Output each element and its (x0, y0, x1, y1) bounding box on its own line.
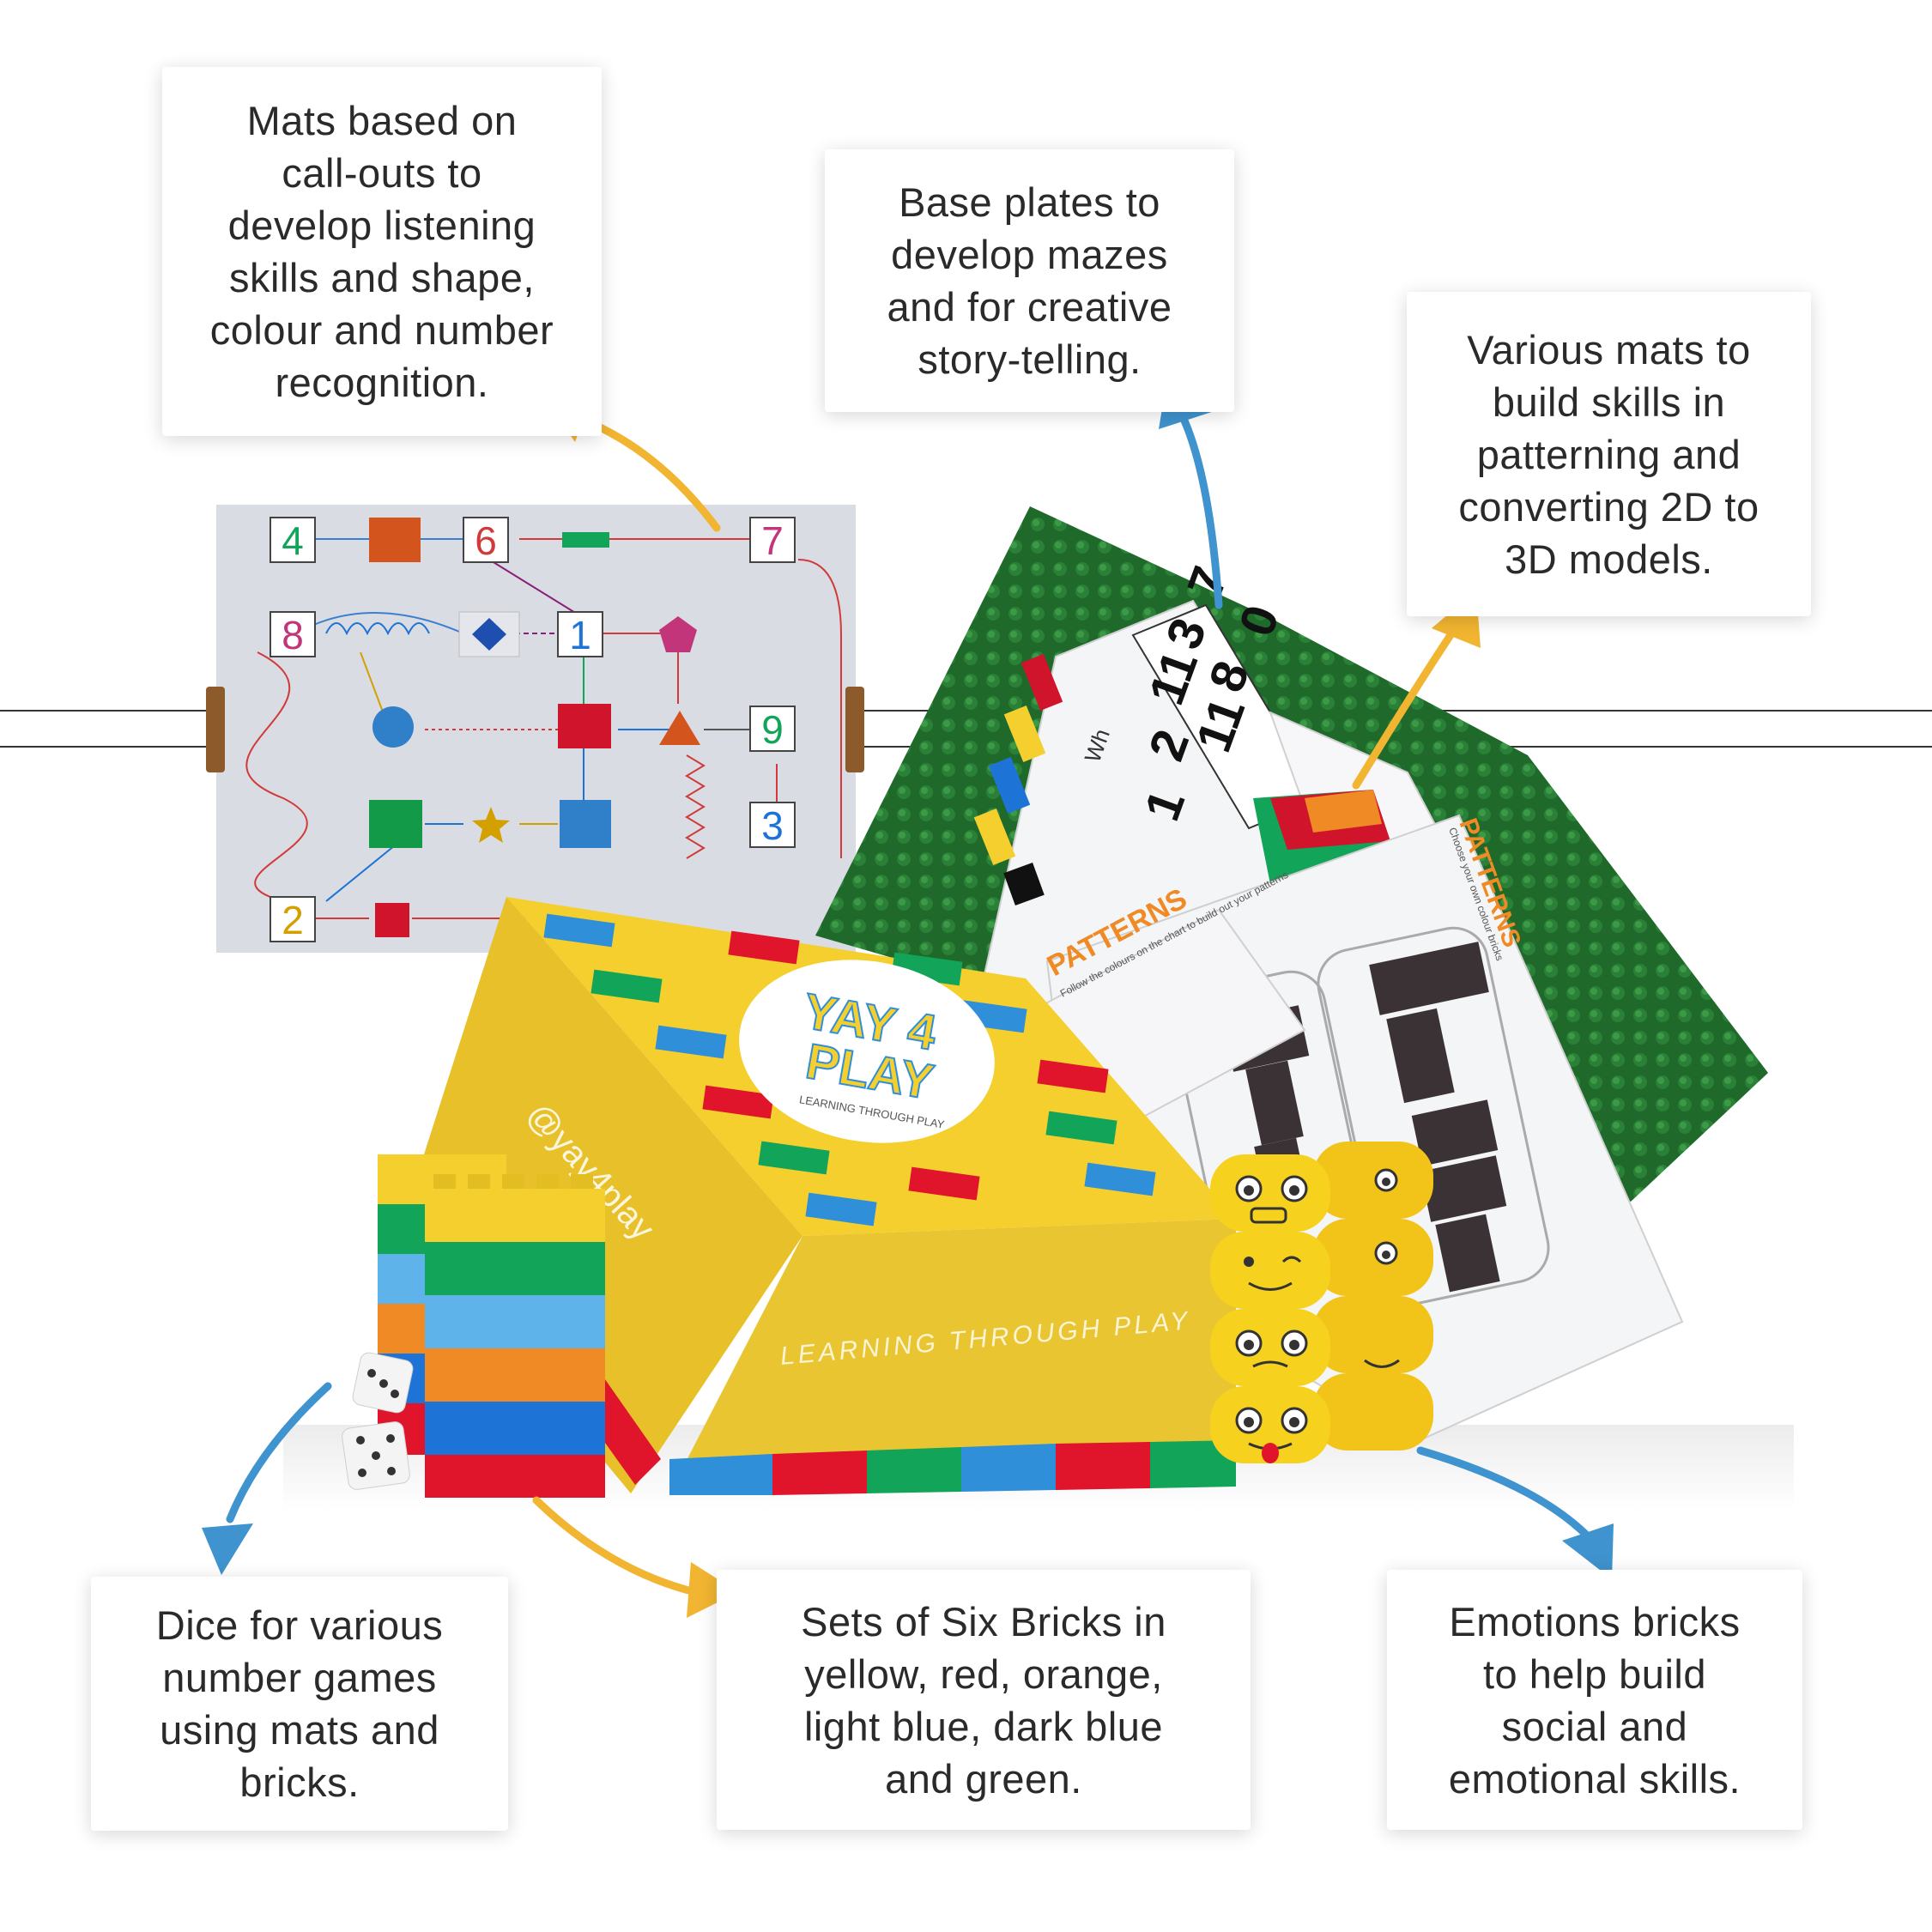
callout-six-bricks-line: Sets of Six Bricks in (801, 1598, 1166, 1644)
brick-green (425, 1242, 605, 1295)
arrow-to-dice (226, 1382, 332, 1523)
pink-pentagon-icon (659, 616, 697, 652)
callout-base-plates: Base plates to develop mazes and for cre… (825, 149, 1234, 412)
arrow-to-pattern-mats (1352, 631, 1455, 790)
mat-number-4: 4 (282, 518, 304, 563)
six-bricks-stack (425, 1174, 605, 1498)
dice (342, 1352, 414, 1490)
callout-emotion-bricks-line: to help build (1483, 1650, 1706, 1697)
mat-number-8: 8 (282, 613, 304, 657)
callout-base-plates-line: story-telling. (918, 336, 1142, 382)
callout-six-bricks-line: light blue, dark blue (803, 1703, 1164, 1749)
callout-mats-line: develop listening (227, 203, 536, 248)
callout-mats-line: skills and shape, (229, 255, 535, 300)
callout-mats-line: call-outs to (282, 150, 482, 196)
pattern-blocks (1222, 942, 1507, 1293)
mat-number-9: 9 (761, 707, 784, 752)
brick-dark-blue (425, 1402, 605, 1455)
yellow-star-icon (472, 807, 510, 843)
blue-diamond-icon (472, 618, 506, 651)
callout-six-bricks-line: and green. (885, 1755, 1082, 1802)
callout-mats-line: Mats based on (246, 98, 518, 143)
callout-dice: Dice for various number games using mats… (91, 1577, 508, 1831)
callout-emotion-bricks-line: Emotions bricks (1449, 1598, 1741, 1644)
mat-number-6: 6 (475, 518, 497, 563)
emotion-bricks (1210, 1142, 1433, 1463)
green-rectangle-icon (562, 532, 609, 548)
callout-pattern-mats-line: 3D models. (1505, 536, 1713, 582)
callout-six-bricks-line: yellow, red, orange, (804, 1650, 1163, 1697)
mat-number-7: 7 (761, 518, 784, 563)
binder-clip-right (845, 687, 864, 772)
arrow-head-emotion-bricks (1562, 1523, 1614, 1579)
brick-light-blue (425, 1295, 605, 1348)
callout-mats-line: recognition. (275, 360, 489, 405)
red-square-icon (558, 704, 611, 748)
brick-red (425, 1455, 605, 1498)
callout-dice-line: bricks. (239, 1759, 360, 1805)
callout-base-plates-line: and for creative (887, 284, 1172, 330)
callout-emotion-bricks-line: emotional skills. (1448, 1755, 1741, 1802)
logo-badge (739, 960, 995, 1143)
box-bottom-bricks (541, 1305, 1236, 1495)
callout-pattern-mats-line: build skills in (1492, 379, 1726, 425)
callout-pattern-mats: Various mats to build skills in patterni… (1407, 292, 1811, 616)
callout-dice-line: number games (162, 1655, 437, 1700)
emotion-brick-wink (1210, 1232, 1330, 1309)
callout-six-bricks: Sets of Six Bricks in yellow, red, orang… (717, 1570, 1251, 1830)
mat-number-2: 2 (282, 898, 304, 942)
arrow-to-emotion-bricks (1416, 1446, 1592, 1541)
emotion-brick-worried (1210, 1154, 1330, 1232)
callout-mats-line: colour and number (209, 307, 554, 353)
callout-pattern-mats-line: converting 2D to (1458, 483, 1759, 530)
emotion-brick-silly (1210, 1386, 1330, 1463)
blue-square-icon (560, 800, 611, 848)
mat-number-1: 1 (569, 613, 591, 657)
callout-emotion-bricks: Emotions bricks to help build social and… (1387, 1570, 1802, 1830)
orange-triangle-icon (659, 711, 700, 745)
small-red-square-icon (375, 903, 409, 937)
callout-mats: Mats based on call-outs to develop liste… (162, 67, 602, 436)
binder-clip-left (206, 687, 225, 772)
callout-emotion-bricks-line: social and (1501, 1703, 1688, 1749)
brick-yellow (425, 1189, 605, 1242)
callout-dice-line: using mats and (160, 1707, 439, 1753)
arrow-head-dice (202, 1523, 253, 1575)
callout-base-plates-line: Base plates to (899, 179, 1160, 225)
blue-circle-icon (372, 706, 414, 748)
emotion-brick-angry (1210, 1309, 1330, 1386)
arrow-head-six-bricks (687, 1562, 738, 1618)
orange-square-icon (369, 518, 421, 562)
lid-brick-pattern (543, 913, 1156, 1226)
mat-number-3: 3 (761, 803, 784, 848)
green-square-icon (369, 800, 422, 848)
brick-orange (425, 1348, 605, 1402)
callout-pattern-mats-line: Various mats to (1467, 326, 1751, 372)
callout-dice-line: Dice for various (155, 1602, 444, 1648)
arrow-to-six-bricks (532, 1496, 700, 1596)
callout-base-plates-line: develop mazes (891, 232, 1168, 277)
arrow-to-base-plates (1180, 416, 1223, 609)
callout-pattern-mats-line: patterning and (1476, 431, 1741, 477)
callout-mat: 4 6 7 8 1 9 3 2 (206, 505, 864, 953)
